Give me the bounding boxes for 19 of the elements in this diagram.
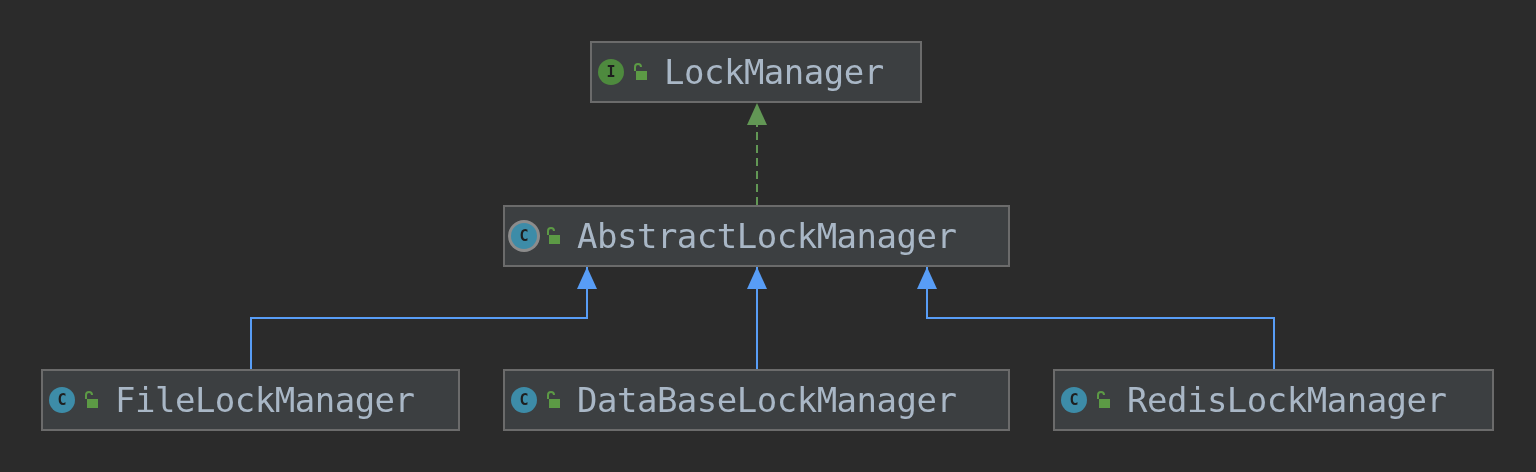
- inheritance-arrow: [747, 266, 767, 370]
- dashed-realization-arrow: [747, 102, 767, 206]
- inheritance-arrow: [917, 266, 1275, 370]
- class-name: AbstractLockManager: [577, 216, 957, 256]
- class-name: DataBaseLockManager: [577, 380, 957, 420]
- type-badge-icon: C: [511, 387, 537, 413]
- class-box: [590, 41, 922, 103]
- type-badge-icon: C: [49, 387, 75, 413]
- class-box: [503, 205, 1010, 267]
- type-badge-icon: C: [511, 223, 537, 249]
- type-badge-icon: I: [598, 59, 624, 85]
- class-box: [503, 369, 1010, 431]
- inheritance-arrow: [250, 266, 597, 370]
- class-name: FileLockManager: [115, 380, 415, 420]
- class-box: [41, 369, 460, 431]
- type-badge-icon: C: [1061, 387, 1087, 413]
- class-name: LockManager: [664, 52, 884, 92]
- class-box: [1053, 369, 1494, 431]
- class-name: RedisLockManager: [1127, 380, 1447, 420]
